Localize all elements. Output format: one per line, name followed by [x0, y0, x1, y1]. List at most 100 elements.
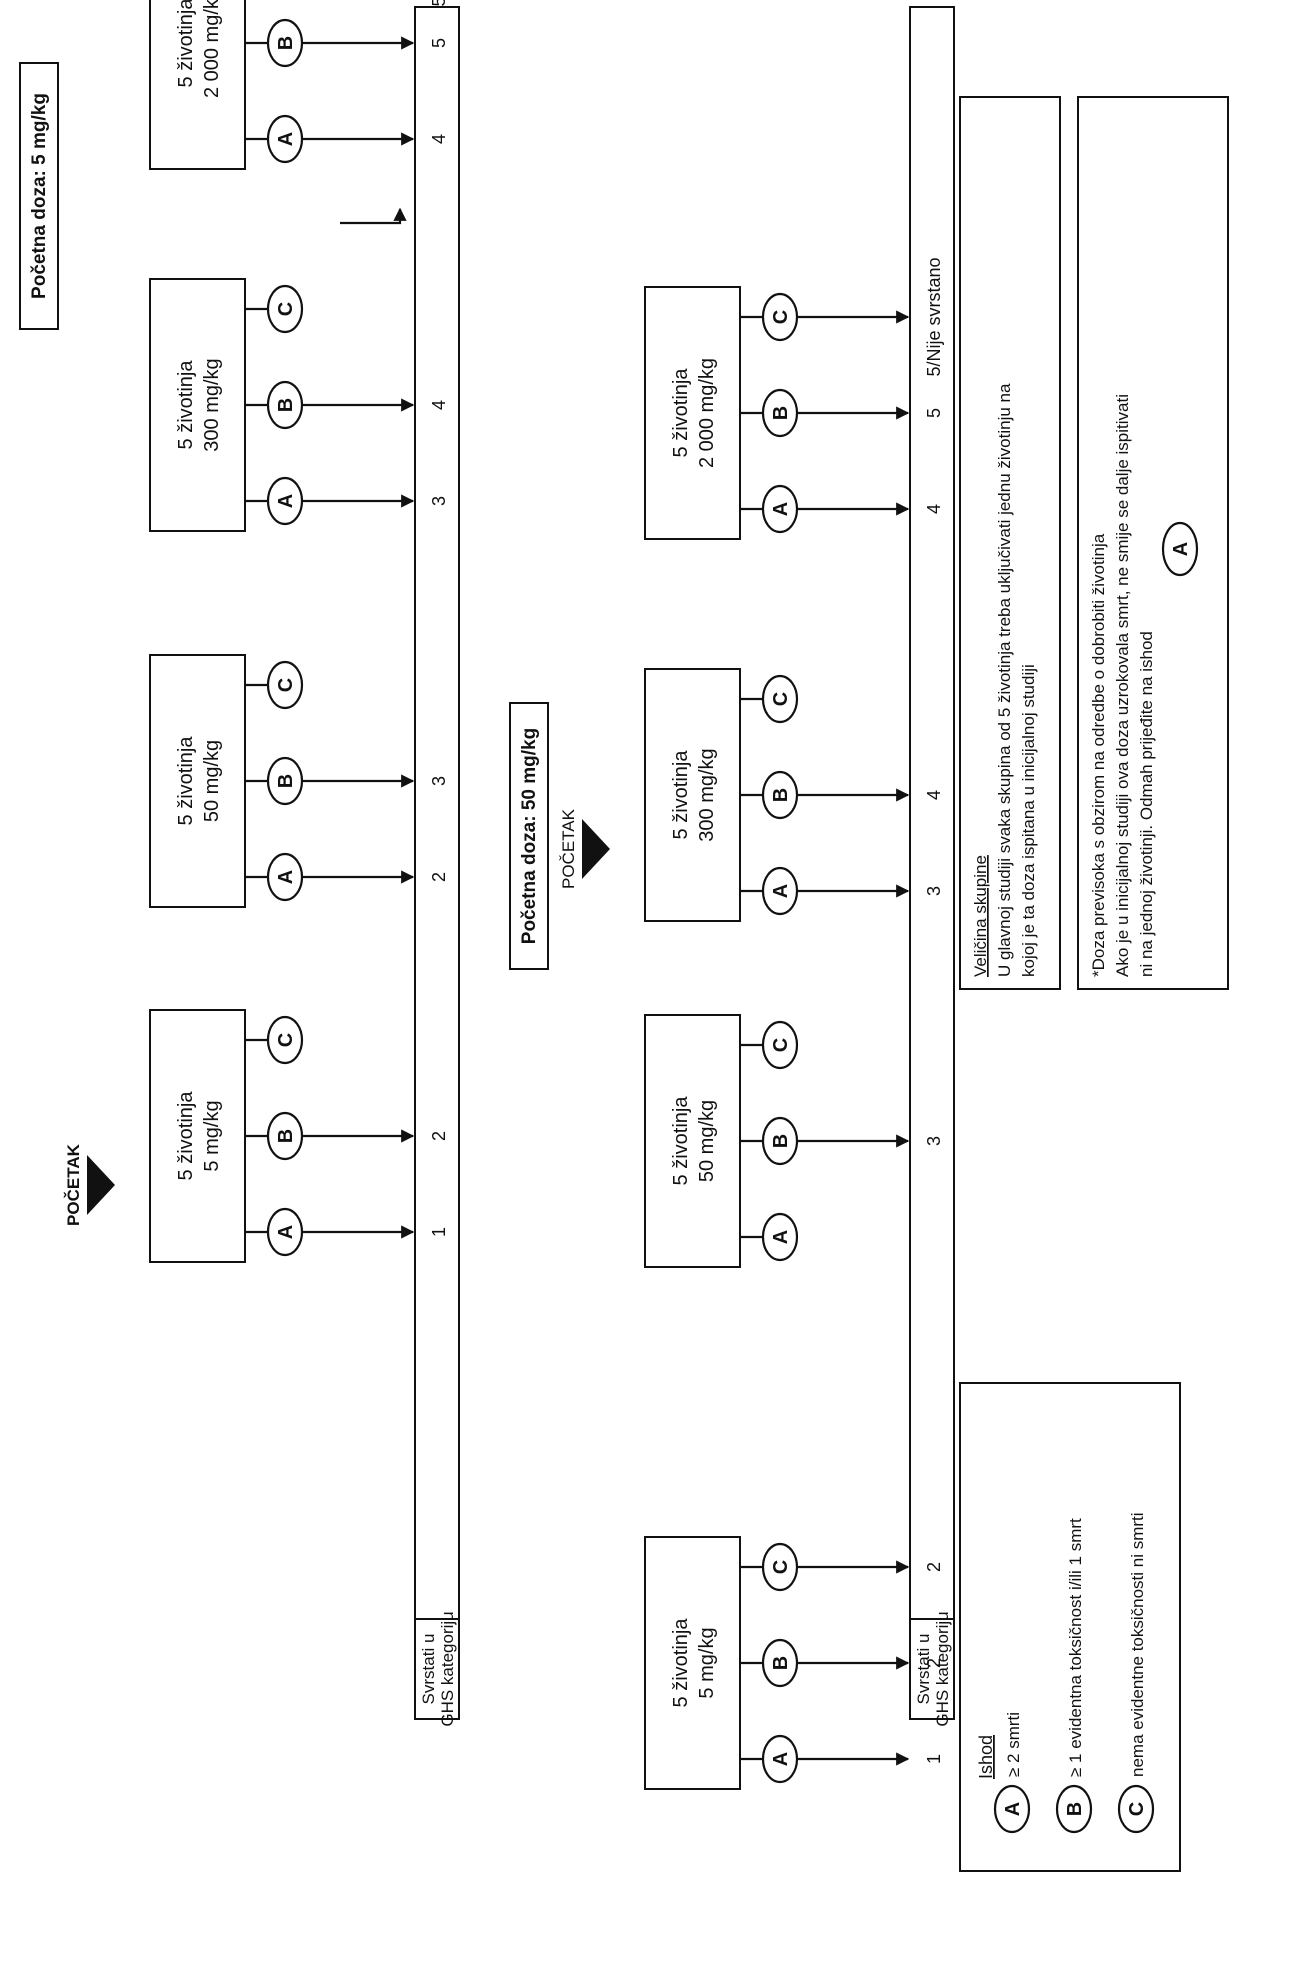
dose-box-3-dose: 300 mg/kg	[201, 358, 223, 451]
footnote-line3: ni na jednoj životinji. Odmah prijeđite …	[1137, 631, 1156, 977]
start-dose-label: Početna doza: 50 mg/kg	[519, 728, 540, 944]
ghs-category-value: 2	[429, 872, 449, 882]
footnote-line2: Ako je u inicijalnoj studiji ova doza uz…	[1113, 394, 1132, 977]
outcome-c-box2-letter: C	[275, 678, 297, 692]
ghs-category-value: 5/Nije svrstano	[429, 0, 449, 7]
outcome-a-box3-letter: A	[275, 494, 297, 508]
ghs-label-line1: Svrstati u	[419, 1634, 438, 1705]
start-dose-label-box	[509, 702, 549, 970]
start-dose-label: Početna doza: 5 mg/kg	[29, 93, 50, 299]
start-marker-triangle	[87, 1155, 115, 1215]
dose-box-4-animals: 5 životinja	[175, 0, 197, 87]
start-marker-label: POČETAK	[559, 808, 578, 889]
legend-oval-b	[1055, 1784, 1093, 1834]
legend-letter-c: C	[1126, 1802, 1148, 1816]
dose-box-1-dose: 5 mg/kg	[696, 1627, 718, 1698]
ghs-category-bar	[909, 6, 955, 1720]
ghs-category-bar	[414, 6, 460, 1720]
ghs-label-line1: Svrstati u	[914, 1634, 933, 1705]
ghs-category-value: 5	[924, 408, 944, 418]
outcome-a-box4-letter: A	[770, 502, 792, 516]
dose-box-3	[644, 668, 741, 922]
dose-box-2-dose: 50 mg/kg	[696, 1100, 718, 1182]
ghs-category-value: 1	[429, 1227, 449, 1237]
dose-box-1-animals: 5 životinja	[670, 1618, 692, 1708]
outcome-c-box2-letter: C	[770, 1038, 792, 1052]
outcome-c-box1-letter: C	[770, 1560, 792, 1574]
outcome-c-box1-letter: C	[275, 1033, 297, 1047]
ghs-label-line2: GHS kategoriju	[438, 1611, 457, 1726]
ghs-category-value: 5/Nije svrstano	[924, 257, 944, 376]
outcome-b-box4-letter: B	[275, 36, 297, 50]
dose-box-3-dose: 300 mg/kg	[696, 748, 718, 841]
dose-box-3-animals: 5 životinja	[175, 360, 197, 450]
ghs-category-value: 2	[429, 1131, 449, 1141]
footnote-line1: *Doza previsoka s obzirom na odredbe o d…	[1089, 533, 1108, 977]
ghs-category-value: 3	[924, 886, 944, 896]
dose-box-1	[644, 1536, 741, 1790]
ghs-category-value: 4	[924, 504, 944, 514]
dose-box-3-animals: 5 životinja	[670, 750, 692, 840]
ghs-category-value: 2	[924, 1658, 944, 1668]
dose-box-1-dose: 5 mg/kg	[201, 1100, 223, 1171]
ghs-category-value: 5	[429, 38, 449, 48]
outcome-b-box2-letter: B	[770, 1134, 792, 1148]
dose-box-4-dose: 2 000 mg/kg	[201, 0, 223, 98]
legend-letter-a: A	[1002, 1802, 1024, 1816]
ghs-category-value: 4	[924, 790, 944, 800]
start-marker-label: POČETAK	[64, 1143, 83, 1226]
dose-box-4-dose: 2 000 mg/kg	[696, 358, 718, 468]
outcome-b-box3-letter: B	[275, 398, 297, 412]
outcome-b-box3-letter: B	[770, 788, 792, 802]
group-size-title: Veličina skupine	[971, 855, 990, 977]
dose-box-4-animals: 5 životinja	[670, 368, 692, 458]
dose-box-2-animals: 5 životinja	[175, 736, 197, 826]
ghs-category-value: 4	[429, 400, 449, 410]
outcome-b-box4-letter: B	[770, 406, 792, 420]
footnote-marker-letter: A	[1170, 542, 1192, 556]
ghs-category-value: 2	[924, 1562, 944, 1572]
dose-box-4	[149, 0, 246, 170]
group-size-note-box	[959, 96, 1061, 990]
group-size-line2: kojoj je ta doza ispitana u inicijalnoj …	[1019, 664, 1038, 977]
ghs-category-value: 3	[429, 496, 449, 506]
ghs-category-value: 3	[924, 1136, 944, 1146]
outcome-a-box2-letter: A	[770, 1230, 792, 1244]
footnote-box	[1077, 96, 1229, 990]
ghs-category-value: 1	[924, 1754, 944, 1764]
legend-letter-b: B	[1064, 1802, 1086, 1816]
ghs-category-value: 3	[429, 776, 449, 786]
legend-oval-c	[1117, 1784, 1155, 1834]
group-size-line1: U glavnoj studiji svaka skupina od 5 živ…	[995, 383, 1014, 977]
legend-oval-a	[993, 1784, 1031, 1834]
outcome-a-box3-letter: A	[770, 884, 792, 898]
outcome-b-box2-letter: B	[275, 774, 297, 788]
dose-box-2-animals: 5 životinja	[670, 1096, 692, 1186]
dose-box-2	[149, 654, 246, 908]
start-marker-triangle	[582, 819, 610, 879]
footnote-marker-oval	[1161, 521, 1199, 577]
legend-text-b: ≥ 1 evidentna toksičnost i/ili 1 smrt	[1066, 1518, 1085, 1777]
dose-box-4	[644, 286, 741, 540]
dose-box-1-animals: 5 životinja	[175, 1091, 197, 1181]
legend-text-c: nema evidentne toksičnosti ni smrti	[1128, 1512, 1147, 1777]
dose-box-1	[149, 1009, 246, 1263]
dose-box-3	[149, 278, 246, 532]
outcome-b-box1-letter: B	[770, 1656, 792, 1670]
dose-box-2-dose: 50 mg/kg	[201, 740, 223, 822]
outcome-c-box3-letter: C	[275, 302, 297, 316]
outcome-b-box1-letter: B	[275, 1129, 297, 1143]
outcome-c-box4-letter: C	[770, 310, 792, 324]
ghs-label-line2: GHS kategoriju	[933, 1611, 952, 1726]
start-dose-label-box	[19, 62, 59, 330]
outcome-c-box3-letter: C	[770, 692, 792, 706]
ghs-category-value: 4	[429, 134, 449, 144]
outcome-a-box4-letter: A	[275, 132, 297, 146]
outcome-a-box1-letter: A	[770, 1752, 792, 1766]
outcome-a-box1-letter: A	[275, 1225, 297, 1239]
dose-step-connector	[340, 207, 407, 225]
